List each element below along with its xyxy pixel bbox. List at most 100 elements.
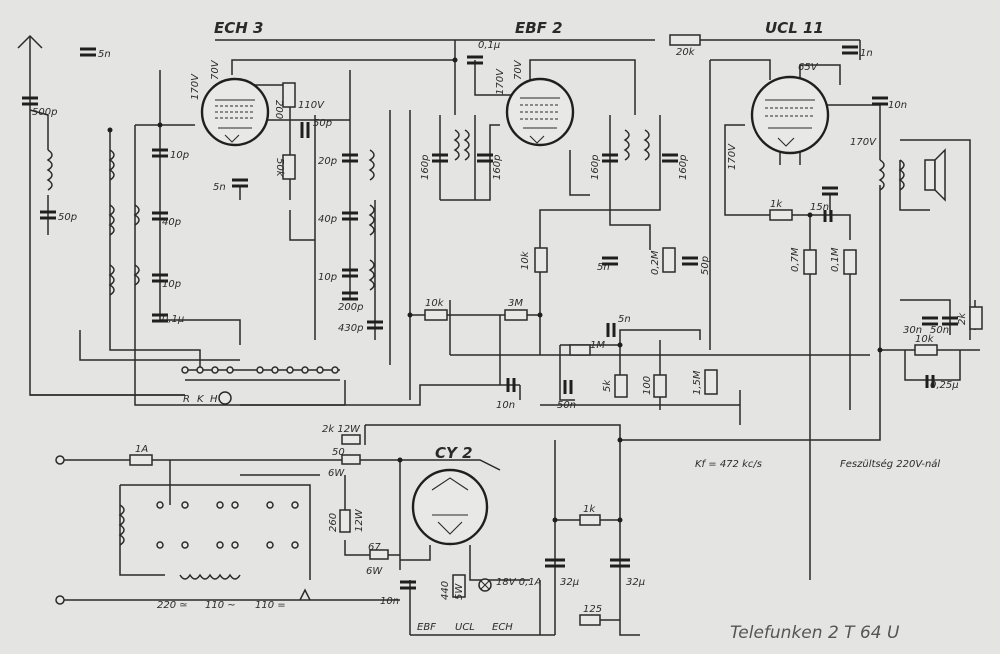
component-label: 3M: [508, 298, 523, 309]
junction-dots: [107, 57, 883, 523]
pilot-lamp-icon: [478, 578, 492, 592]
mains-tap-labels: 220 ≃ 110 ~ 110 =: [157, 600, 286, 611]
component-label: 0,1µ: [478, 40, 500, 51]
component-label: 160p: [678, 155, 689, 180]
component-label: 6W: [366, 566, 383, 577]
component-label: 440: [440, 581, 451, 600]
component-label: 50n: [930, 325, 949, 336]
component-label: 50p: [58, 212, 77, 223]
speaker-icon: [924, 148, 946, 202]
tube-cy2: [411, 468, 489, 546]
voltage-label: 170V: [190, 73, 201, 100]
switch-label-r: R: [183, 394, 190, 405]
component-label: 50k: [274, 158, 285, 178]
component-label: 20p: [318, 156, 337, 167]
component-label: 40p: [318, 214, 337, 225]
component-label: 5W: [454, 583, 465, 600]
component-label: 125: [583, 604, 602, 615]
component-label: 30n: [903, 325, 922, 336]
heater-label-ech: ECH: [492, 622, 513, 633]
component-label: 0,7M: [790, 247, 801, 272]
component-label: 0,1M: [830, 247, 841, 272]
component-label: 32µ: [626, 577, 645, 588]
tube-ucl11: [750, 75, 830, 155]
tube-ech3: [200, 77, 270, 147]
component-label: 10n: [496, 400, 515, 411]
tube-labels: ECH 3 EBF 2 UCL 11 CY 2: [214, 19, 824, 462]
resistors: [129, 34, 983, 626]
coils: [46, 129, 905, 580]
component-label: 0,25µ: [930, 380, 959, 391]
component-label: 10n: [888, 100, 907, 111]
switch-label-h: H: [210, 394, 218, 405]
mains-tap-label: 110 =: [255, 600, 286, 611]
component-label: 1A: [135, 444, 148, 455]
mains-tap-label: 110 ~: [205, 600, 236, 611]
component-label: 67: [368, 542, 381, 553]
component-label: 0,2M: [650, 250, 661, 275]
capacitors: [22, 45, 958, 590]
component-label: 15n: [810, 202, 829, 213]
component-label: 2k 12W: [322, 424, 361, 435]
component-label: 18V 0,1A: [496, 577, 542, 588]
switch-labels: R K H: [183, 394, 218, 405]
component-label: 10p: [162, 279, 181, 290]
component-label: 40p: [162, 217, 181, 228]
heater-labels: EBF UCL ECH: [417, 622, 513, 633]
component-label: 6W: [328, 468, 345, 479]
component-label: 200p: [338, 302, 363, 313]
component-label: 20k: [676, 47, 696, 58]
component-label: 260: [328, 513, 339, 532]
component-label: 1n: [860, 48, 873, 59]
voltage-label: 70V: [210, 59, 221, 80]
component-label: 50: [332, 447, 345, 458]
component-label: 160p: [492, 155, 503, 180]
component-label: 32µ: [560, 577, 579, 588]
component-label: 2k: [957, 312, 968, 325]
component-label: 500p: [32, 107, 57, 118]
tube-ech3-label: ECH 3: [214, 19, 263, 37]
component-label: 5n: [213, 182, 226, 193]
component-label: 10p: [170, 150, 189, 161]
component-label: 10p: [318, 272, 337, 283]
component-label: 100: [642, 376, 653, 395]
component-label: 10k: [520, 250, 531, 270]
component-label: 160p: [590, 155, 601, 180]
component-label: 0,1µ: [162, 314, 184, 325]
component-label: 10k: [915, 334, 935, 345]
voltage-label: 110V: [298, 100, 325, 111]
band-switch-contacts: [55, 366, 339, 605]
voltage-note: Feszültség 220V-nál: [840, 458, 940, 470]
component-label: 1k: [583, 504, 596, 515]
component-label: 5k: [602, 379, 613, 392]
component-label: 50p: [700, 256, 711, 275]
component-labels: 5n 500p 50p 10p 40p 10p 0,1µ 200 50k 5n …: [32, 40, 968, 615]
component-label: 160p: [420, 155, 431, 180]
component-label: 10n: [380, 596, 399, 607]
tube-cy2-label: CY 2: [435, 444, 473, 462]
component-label: 200: [273, 100, 284, 119]
component-label: 1M: [590, 340, 605, 351]
component-label: 12W: [354, 508, 365, 532]
tube-ucl11-label: UCL 11: [765, 19, 824, 37]
component-label: 1,5M: [692, 370, 703, 395]
voltage-label: 70V: [513, 59, 524, 80]
heater-label-ebf: EBF: [417, 622, 436, 633]
heater-label-ucl: UCL: [455, 622, 475, 633]
component-label: 1k: [770, 199, 783, 210]
voltage-labels: 170V 70V 110V 170V 70V 65V 170V 170V: [190, 59, 877, 170]
component-label: 50p: [313, 118, 332, 129]
if-frequency-note: Kf = 472 kc/s: [695, 459, 762, 470]
voltage-label: 65V: [798, 62, 819, 73]
schematic-title: Telefunken 2 T 64 U: [730, 623, 900, 643]
voltage-label: 170V: [727, 143, 738, 170]
component-label: 5n: [618, 314, 631, 325]
component-label: 430p: [338, 323, 363, 334]
mains-tap-label: 220 ≃: [157, 600, 188, 611]
tube-ebf2: [505, 77, 575, 147]
tube-ebf2-label: EBF 2: [515, 19, 563, 37]
component-label: 10k: [425, 298, 445, 309]
voltage-label: 170V: [850, 137, 877, 148]
